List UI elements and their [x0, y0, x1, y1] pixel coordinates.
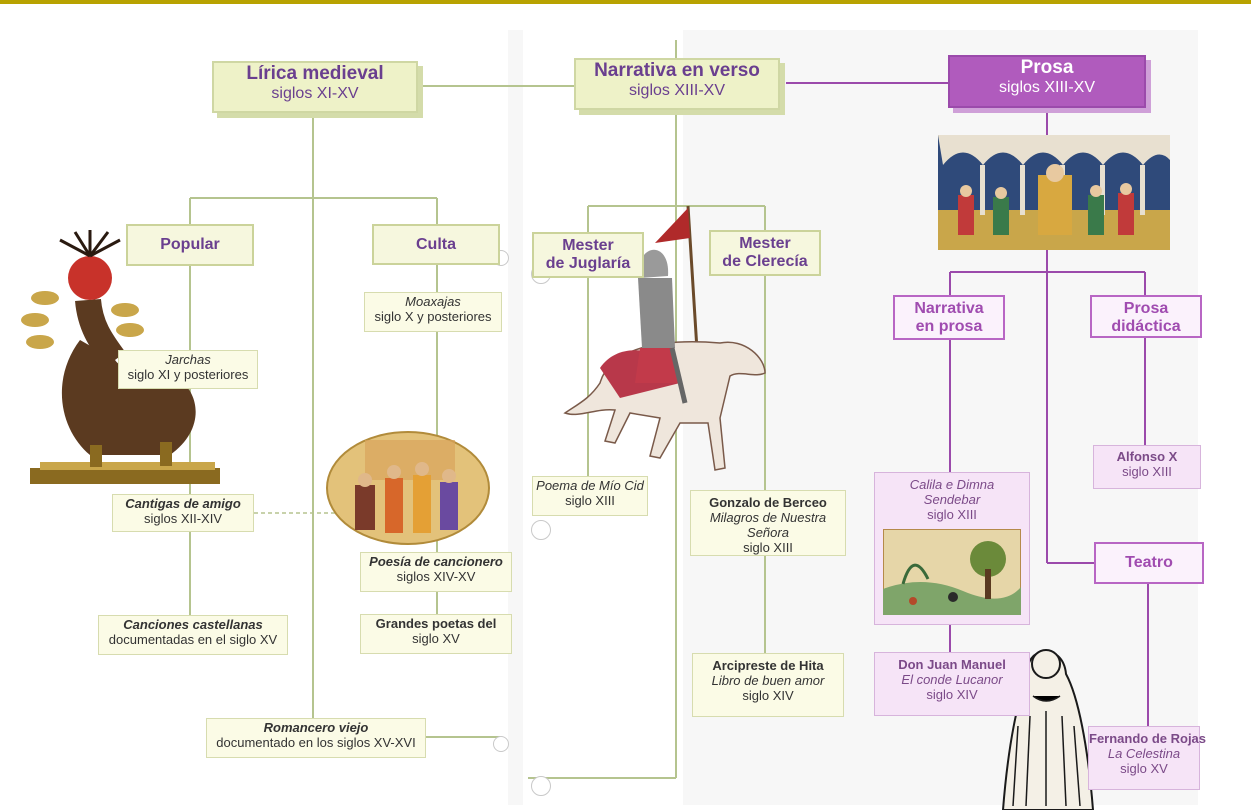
moaxajas-sub: siglo X y posteriores: [365, 310, 501, 325]
cancionero-box: Poesía de cancionero siglos XIV-XV: [360, 552, 512, 592]
juan-manuel-box: Don Juan Manuel El conde Lucanor siglo X…: [874, 652, 1030, 716]
alfonso-box: Alfonso X siglo XIII: [1093, 445, 1201, 489]
alfonso-author: Alfonso X: [1094, 450, 1200, 465]
royal-court-illustration: [938, 135, 1170, 250]
narrativa-verso-box: Narrativa en verso siglos XIII-XV: [574, 58, 780, 110]
narrativa-verso-sub: siglos XIII-XV: [576, 82, 778, 100]
hita-author: Arcipreste de Hita: [693, 659, 843, 674]
prosa-didactica-box: Prosa didáctica: [1090, 295, 1202, 338]
prosa-sub: siglos XIII-XV: [950, 79, 1144, 97]
hita-box: Arcipreste de Hita Libro de buen amor si…: [692, 653, 844, 717]
teatro-box: Teatro: [1094, 542, 1204, 584]
grandes-poetas-box: Grandes poetas del siglo XV: [360, 614, 512, 654]
lirica-medieval-box: Lírica medieval siglos XI-XV: [212, 61, 418, 113]
mester-juglaria-l1: Mester: [534, 237, 642, 255]
calila-title2: Sendebar: [875, 493, 1029, 508]
berceo-author: Gonzalo de Berceo: [691, 496, 845, 511]
mio-cid-box: Poema de Mío Cid siglo XIII: [532, 476, 648, 516]
alfonso-sub: siglo XIII: [1094, 465, 1200, 480]
mester-juglaria-l2: de Juglaría: [534, 255, 642, 273]
medieval-scene-illustration: [325, 430, 491, 546]
jarchas-title: Jarchas: [119, 353, 257, 368]
juan-manuel-author: Don Juan Manuel: [875, 658, 1029, 673]
cantigas-sub: siglos XII-XIV: [113, 512, 253, 527]
canciones-title: Canciones castellanas: [99, 618, 287, 633]
popular-label: Popular: [160, 236, 220, 253]
binder-hole: [493, 736, 509, 752]
culta-label: Culta: [416, 236, 456, 253]
cancionero-title: Poesía de cancionero: [361, 555, 511, 570]
jarchas-sub: siglo XI y posteriores: [119, 368, 257, 383]
canciones-box: Canciones castellanas documentadas en el…: [98, 615, 288, 655]
jarchas-box: Jarchas siglo XI y posteriores: [118, 350, 258, 389]
berceo-box: Gonzalo de Berceo Milagros de Nuestra Se…: [690, 490, 846, 556]
rojas-title: La Celestina: [1089, 747, 1199, 762]
juan-manuel-title: El conde Lucanor: [875, 673, 1029, 688]
moaxajas-title: Moaxajas: [365, 295, 501, 310]
popular-box: Popular: [126, 224, 254, 266]
calila-sub: siglo XIII: [875, 508, 1029, 523]
romancero-box: Romancero viejo documentado en los siglo…: [206, 718, 426, 758]
cancionero-sub: siglos XIV-XV: [361, 570, 511, 585]
mio-cid-sub: siglo XIII: [533, 494, 647, 509]
prosa-didactica-l2: didáctica: [1092, 318, 1200, 336]
hita-title: Libro de buen amor: [693, 674, 843, 689]
narrativa-prosa-l2: en prosa: [895, 318, 1003, 336]
garden-miniature-illustration: [883, 529, 1021, 615]
prosa-didactica-l1: Prosa: [1092, 300, 1200, 318]
teatro-label: Teatro: [1125, 554, 1173, 571]
culta-box: Culta: [372, 224, 500, 265]
romancero-title: Romancero viejo: [207, 721, 425, 736]
binder-hole: [531, 520, 551, 540]
rojas-sub: siglo XV: [1089, 762, 1199, 777]
lirica-sub: siglos XI-XV: [214, 85, 416, 103]
berceo-title: Milagros de Nuestra Señora: [691, 511, 845, 541]
mester-juglaria-box: Mester de Juglaría: [532, 232, 644, 278]
rojas-author: Fernando de Rojas: [1089, 732, 1199, 747]
grandes-title: Grandes poetas del: [361, 617, 511, 632]
moaxajas-box: Moaxajas siglo X y posteriores: [364, 292, 502, 332]
mester-clerecia-box: Mester de Clerecía: [709, 230, 821, 276]
juan-manuel-sub: siglo XIV: [875, 688, 1029, 703]
calila-title1: Calila e Dimna: [875, 478, 1029, 493]
prosa-box: Prosa siglos XIII-XV: [948, 55, 1146, 108]
berceo-sub: siglo XIII: [691, 541, 845, 556]
narrativa-verso-title: Narrativa en verso: [576, 60, 778, 82]
calila-box: Calila e Dimna Sendebar siglo XIII: [874, 472, 1030, 625]
lirica-title: Lírica medieval: [214, 63, 416, 85]
cantigas-title: Cantigas de amigo: [113, 497, 253, 512]
prosa-title: Prosa: [950, 57, 1144, 79]
cantigas-box: Cantigas de amigo siglos XII-XIV: [112, 494, 254, 532]
hita-sub: siglo XIV: [693, 689, 843, 704]
mester-clerecia-l2: de Clerecía: [711, 253, 819, 271]
binder-hole: [531, 776, 551, 796]
mio-cid-title: Poema de Mío Cid: [533, 479, 647, 494]
grandes-sub: siglo XV: [361, 632, 511, 647]
romancero-sub: documentado en los siglos XV-XVI: [207, 736, 425, 751]
narrativa-prosa-box: Narrativa en prosa: [893, 295, 1005, 340]
mester-clerecia-l1: Mester: [711, 235, 819, 253]
narrativa-prosa-l1: Narrativa: [895, 300, 1003, 318]
canciones-sub: documentadas en el siglo XV: [99, 633, 287, 648]
rojas-box: Fernando de Rojas La Celestina siglo XV: [1088, 726, 1200, 790]
